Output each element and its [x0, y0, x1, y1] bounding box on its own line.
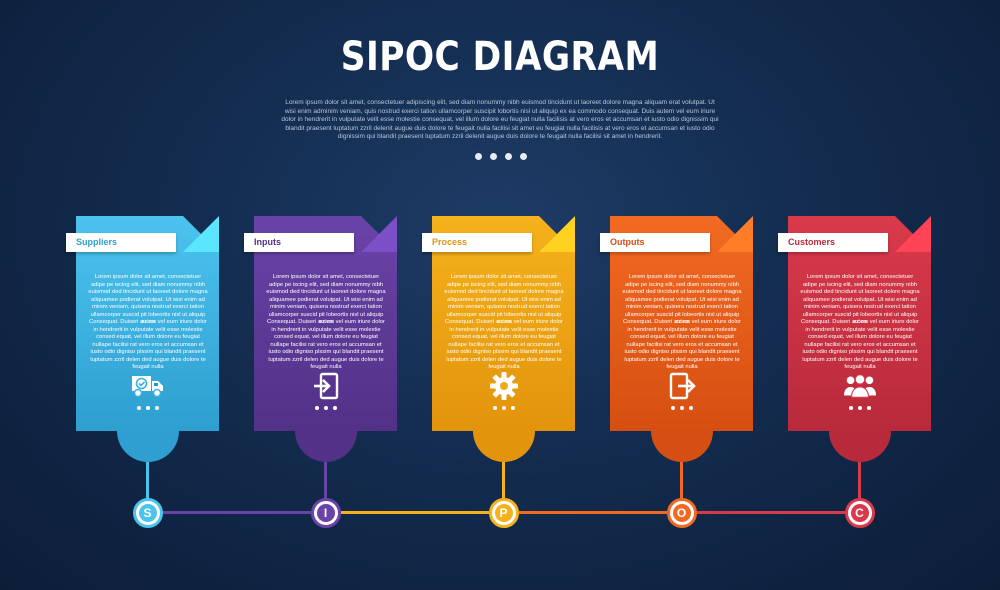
- stage-description-2: Consequat. Duiseri autem vel eum iriure …: [267, 319, 385, 370]
- card-dots: [314, 406, 337, 410]
- card-folded-corner: [539, 216, 575, 252]
- sipoc-letter-circle: I: [310, 498, 341, 528]
- stage-description-1: Lorem ipsum dolor sit amet, consectetuer…: [622, 274, 742, 325]
- sipoc-letter: I: [323, 506, 328, 520]
- stage-description-2: Consequat. Duiseri autem vel eum iriure …: [801, 319, 919, 370]
- timeline-segment: [518, 511, 667, 514]
- sipoc-letter: O: [676, 506, 687, 520]
- stage-label-text: Process: [432, 237, 468, 247]
- stage-label-text: Customers: [788, 237, 836, 247]
- card-folded-corner: [361, 216, 397, 252]
- stage-description-1: Lorem ipsum dolor sit amet, consectetuer…: [88, 274, 208, 325]
- sign-in-icon: [309, 371, 343, 401]
- dot: [475, 153, 482, 160]
- timeline-segment: [696, 511, 845, 514]
- stage-label: Inputs: [244, 233, 354, 252]
- connector-tab: [294, 431, 357, 462]
- stage-description-1: Lorem ipsum dolor sit amet, consectetuer…: [266, 274, 386, 325]
- connector-line: [858, 462, 861, 498]
- timeline-segment: [340, 511, 489, 514]
- sipoc-letter: C: [855, 506, 864, 520]
- stage-label: Suppliers: [66, 233, 176, 252]
- connector-tab: [828, 431, 891, 462]
- sipoc-letter-circle: C: [844, 498, 875, 528]
- stage-label: Process: [422, 233, 532, 252]
- sipoc-letter: S: [143, 506, 152, 520]
- stage-description-2: Consequat. Duiseri autem vel eum iriure …: [623, 319, 741, 370]
- card-dots: [670, 406, 693, 410]
- page-title: SIPOC DIAGRAM: [340, 34, 660, 80]
- stage-description-2: Consequat. Duiseri autem vel eum iriure …: [445, 319, 563, 370]
- sipoc-letter-circle: O: [666, 498, 697, 528]
- intro-paragraph: Lorem ipsum dolor sit amet, consectetuer…: [281, 99, 719, 141]
- connector-line: [324, 462, 327, 498]
- stage-label-text: Outputs: [610, 237, 645, 247]
- dot: [490, 153, 497, 160]
- dot: [520, 153, 527, 160]
- sipoc-letter-circle: S: [132, 498, 163, 528]
- sipoc-letter-circle: P: [488, 498, 519, 528]
- dot: [505, 153, 512, 160]
- connector-line: [680, 462, 683, 498]
- delivery-truck-icon: [131, 371, 165, 401]
- card-dots: [136, 406, 159, 410]
- card-folded-corner: [895, 216, 931, 252]
- sign-out-icon: [665, 371, 699, 401]
- gear-icon: [487, 371, 521, 401]
- stage-label-text: Inputs: [254, 237, 281, 247]
- timeline-segment: [162, 511, 311, 514]
- stage-description-2: Consequat. Duiseri autem vel eum iriure …: [89, 319, 207, 370]
- connector-tab: [472, 431, 535, 462]
- pagination-dots: [475, 153, 527, 160]
- card-folded-corner: [717, 216, 753, 252]
- connector-line: [146, 462, 149, 498]
- card-dots: [492, 406, 515, 410]
- stage-label-text: Suppliers: [76, 237, 118, 247]
- stage-label: Customers: [778, 233, 888, 252]
- stage-description-1: Lorem ipsum dolor sit amet, consectetuer…: [444, 274, 564, 325]
- connector-line: [502, 462, 505, 498]
- users-group-icon: [843, 371, 877, 401]
- card-folded-corner: [183, 216, 219, 252]
- connector-tab: [650, 431, 713, 462]
- stage-description-1: Lorem ipsum dolor sit amet, consectetuer…: [800, 274, 920, 325]
- connector-tab: [116, 431, 179, 462]
- card-dots: [848, 406, 871, 410]
- sipoc-letter: P: [499, 506, 508, 520]
- stage-label: Outputs: [600, 233, 710, 252]
